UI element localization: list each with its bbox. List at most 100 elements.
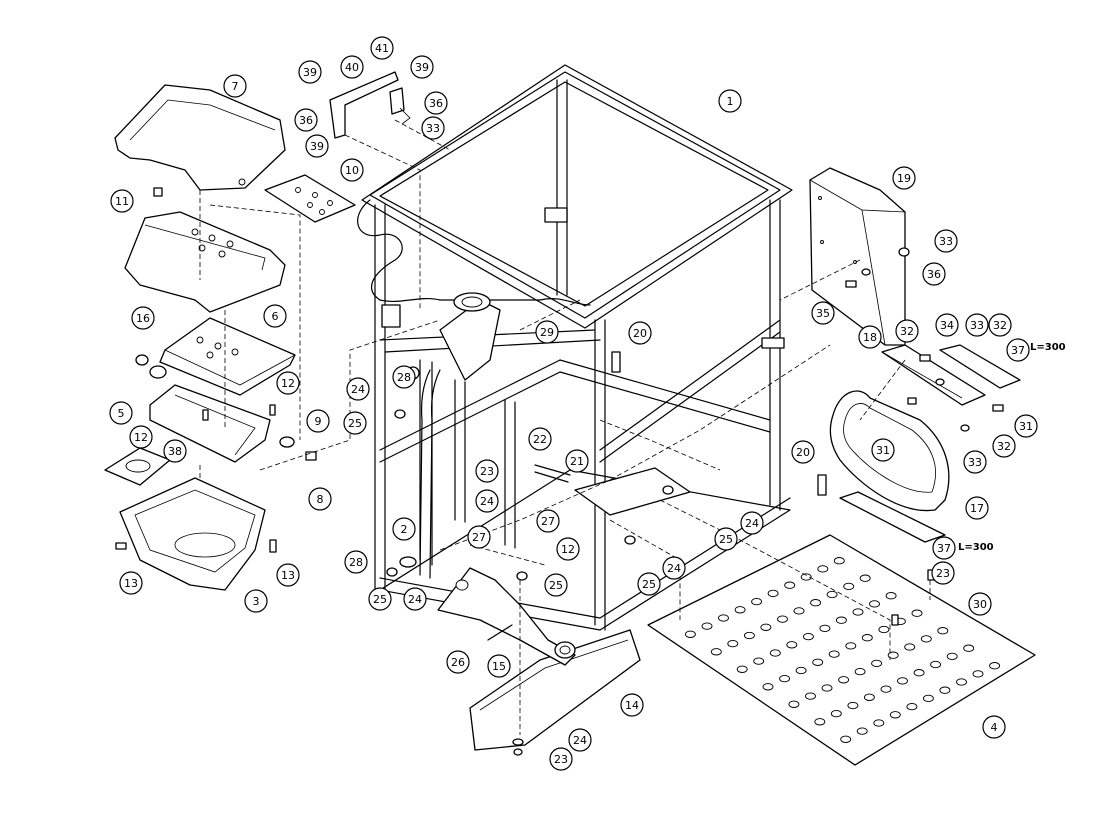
callout-33: 33 (963, 450, 987, 474)
floor-hole (788, 700, 800, 708)
callout-41: 41 (370, 36, 394, 60)
callout-label: 27 (472, 531, 486, 544)
callout-18: 18 (858, 325, 882, 349)
callout-circle (992, 434, 1016, 458)
floor-hole (880, 685, 892, 693)
floor-hole (854, 667, 866, 676)
callout-label: 34 (940, 319, 954, 332)
callout-circle (308, 487, 332, 511)
callout-label: 12 (134, 431, 148, 444)
floor-hole (769, 649, 781, 657)
callout-circle (968, 592, 992, 616)
callout-label: 19 (897, 172, 911, 185)
callout-circle (549, 747, 573, 771)
callout-39: 39 (305, 134, 329, 158)
callout-circle (931, 561, 955, 585)
floor-hole (727, 639, 739, 648)
callout-3: 3 (244, 589, 268, 613)
callout-8: 8 (308, 487, 332, 511)
callout-circle (922, 262, 946, 286)
bracket-15 (437, 567, 576, 666)
callout-label: 33 (968, 456, 982, 469)
floor-hole (838, 676, 850, 684)
callout-24: 24 (475, 489, 499, 513)
callout-31: 31 (1014, 414, 1038, 438)
floor-hole (736, 665, 748, 673)
callout-label: 12 (561, 543, 575, 556)
callout-label: 11 (115, 195, 129, 208)
callout-circle (965, 313, 989, 337)
callout-10: 10 (340, 158, 364, 182)
callout-label: 9 (315, 415, 322, 428)
callout-5: 5 (109, 401, 133, 425)
callout-label: 24 (351, 383, 365, 396)
callout-label: 30 (973, 598, 987, 611)
callout-36: 36 (294, 108, 318, 132)
gasket-10 (264, 174, 356, 223)
bracket-5 (135, 354, 271, 463)
callout-label: 36 (299, 114, 313, 127)
callout-label: 24 (573, 734, 587, 747)
callout-36: 36 (424, 91, 448, 115)
callout-circle (131, 306, 155, 330)
callout-circle (988, 313, 1012, 337)
callout-circle (535, 320, 559, 344)
callout-circle (305, 134, 329, 158)
callout-label: 21 (570, 455, 584, 468)
floor-hole (878, 625, 890, 634)
callout-23: 23 (931, 561, 955, 585)
floor-hole (856, 727, 868, 735)
floor-hole (828, 650, 840, 658)
callout-label: 39 (310, 140, 324, 153)
callout-9: 9 (306, 409, 330, 433)
callout-label: 31 (1019, 420, 1033, 433)
floor-hole (684, 630, 696, 638)
callout-circle (343, 411, 367, 435)
callout-circle (223, 74, 247, 98)
floor-hole (805, 692, 816, 700)
floor-hole (906, 702, 918, 711)
floor-hole (743, 631, 755, 640)
callout-circle (620, 693, 644, 717)
callout-36: 36 (922, 262, 946, 286)
callout-label: 2 (401, 523, 408, 536)
floor-hole (863, 693, 875, 701)
callout-33: 33 (934, 229, 958, 253)
callout-24: 24 (346, 377, 370, 401)
callout-label: 14 (625, 699, 639, 712)
callout-29: 29 (535, 320, 559, 344)
callout-label: 33 (939, 235, 953, 248)
floor-hole (885, 592, 897, 600)
floor-hole (762, 683, 774, 691)
callout-label: 39 (415, 61, 429, 74)
callout-25: 25 (714, 527, 738, 551)
callout-label: 13 (281, 569, 295, 582)
floor-hole (861, 634, 873, 642)
callout-27: 27 (467, 525, 491, 549)
floor-hole (859, 574, 871, 582)
callout-13: 13 (119, 571, 143, 595)
floor-hole (847, 701, 859, 710)
callout-circle (129, 425, 153, 449)
callout-30: 30 (968, 592, 992, 616)
floor-hole (819, 624, 831, 633)
callout-label: 28 (397, 371, 411, 384)
floor-hole (767, 589, 779, 598)
callout-circle (1014, 414, 1038, 438)
top-cover-7 (114, 84, 286, 191)
floor-hole (922, 694, 934, 703)
floor-hole (963, 644, 975, 652)
callout-label: 24 (667, 562, 681, 575)
callout-label: 33 (970, 319, 984, 332)
callout-25: 25 (368, 587, 392, 611)
callout-circle (276, 563, 300, 587)
callout-label: 15 (492, 660, 506, 673)
callout-circle (263, 304, 287, 328)
callout-24: 24 (568, 728, 592, 752)
callout-circle (718, 89, 742, 113)
callout-label: 35 (816, 307, 830, 320)
callout-label: 1 (727, 95, 734, 108)
callout-circle (934, 229, 958, 253)
callout-label: 26 (451, 656, 465, 669)
